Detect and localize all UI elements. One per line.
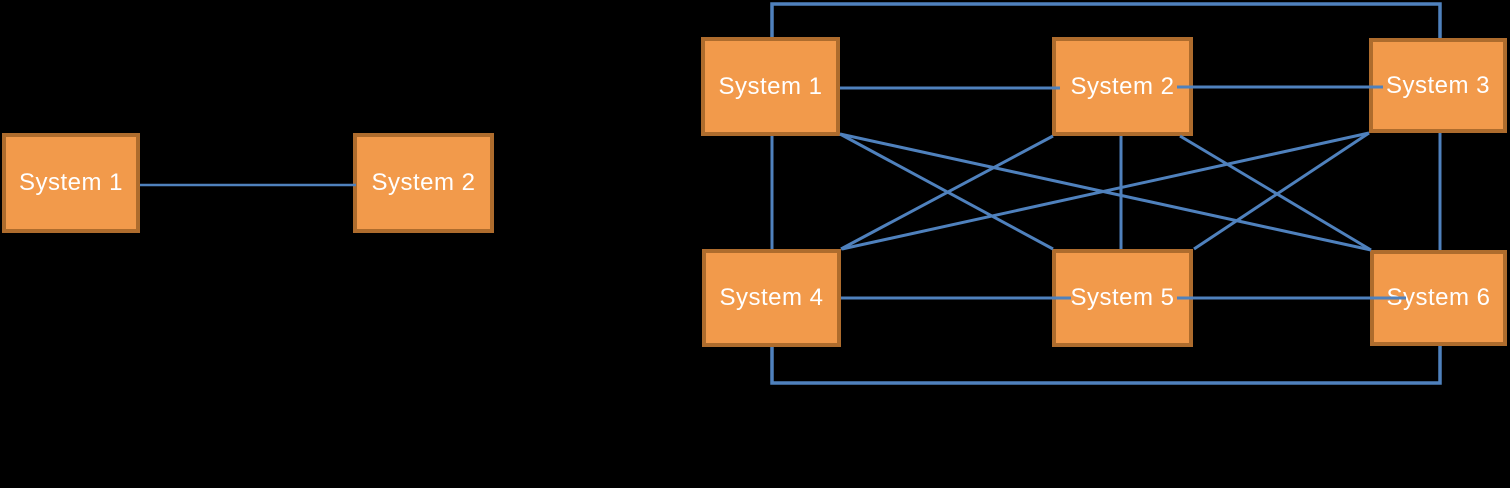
node-label: System 1 — [718, 72, 823, 100]
edge-mesh-s2-s4 — [840, 134, 1054, 251]
edge-mesh-s3-s5 — [1193, 131, 1370, 251]
edge-mesh-s1-s3-around-top — [770, 2, 1442, 38]
edge-mesh-s3-s4 — [841, 131, 1370, 251]
node-left-system-2: System 2 — [353, 133, 494, 233]
node-left-system-1: System 1 — [2, 133, 140, 233]
node-label: System 2 — [1070, 72, 1175, 100]
edge-mesh-s1-s6 — [839, 132, 1372, 252]
node-mesh-system-5: System 5 — [1052, 249, 1193, 347]
node-label: System 4 — [719, 284, 824, 311]
edge-mesh-s1-s5 — [839, 132, 1054, 251]
node-mesh-system-3: System 3 — [1369, 38, 1507, 133]
node-mesh-system-2: System 2 — [1052, 37, 1193, 136]
node-label: System 5 — [1070, 284, 1175, 311]
edge-mesh-s4-s6-around-bottom — [770, 346, 1442, 385]
node-label: System 2 — [371, 169, 476, 196]
node-mesh-system-6: System 6 — [1370, 250, 1507, 346]
node-label: System 3 — [1385, 71, 1491, 99]
node-mesh-system-4: System 4 — [702, 249, 841, 347]
node-mesh-system-1: System 1 — [701, 37, 840, 136]
edge-mesh-s2-s6 — [1179, 134, 1372, 252]
node-label: System 6 — [1386, 284, 1491, 311]
node-label: System 1 — [18, 169, 124, 196]
